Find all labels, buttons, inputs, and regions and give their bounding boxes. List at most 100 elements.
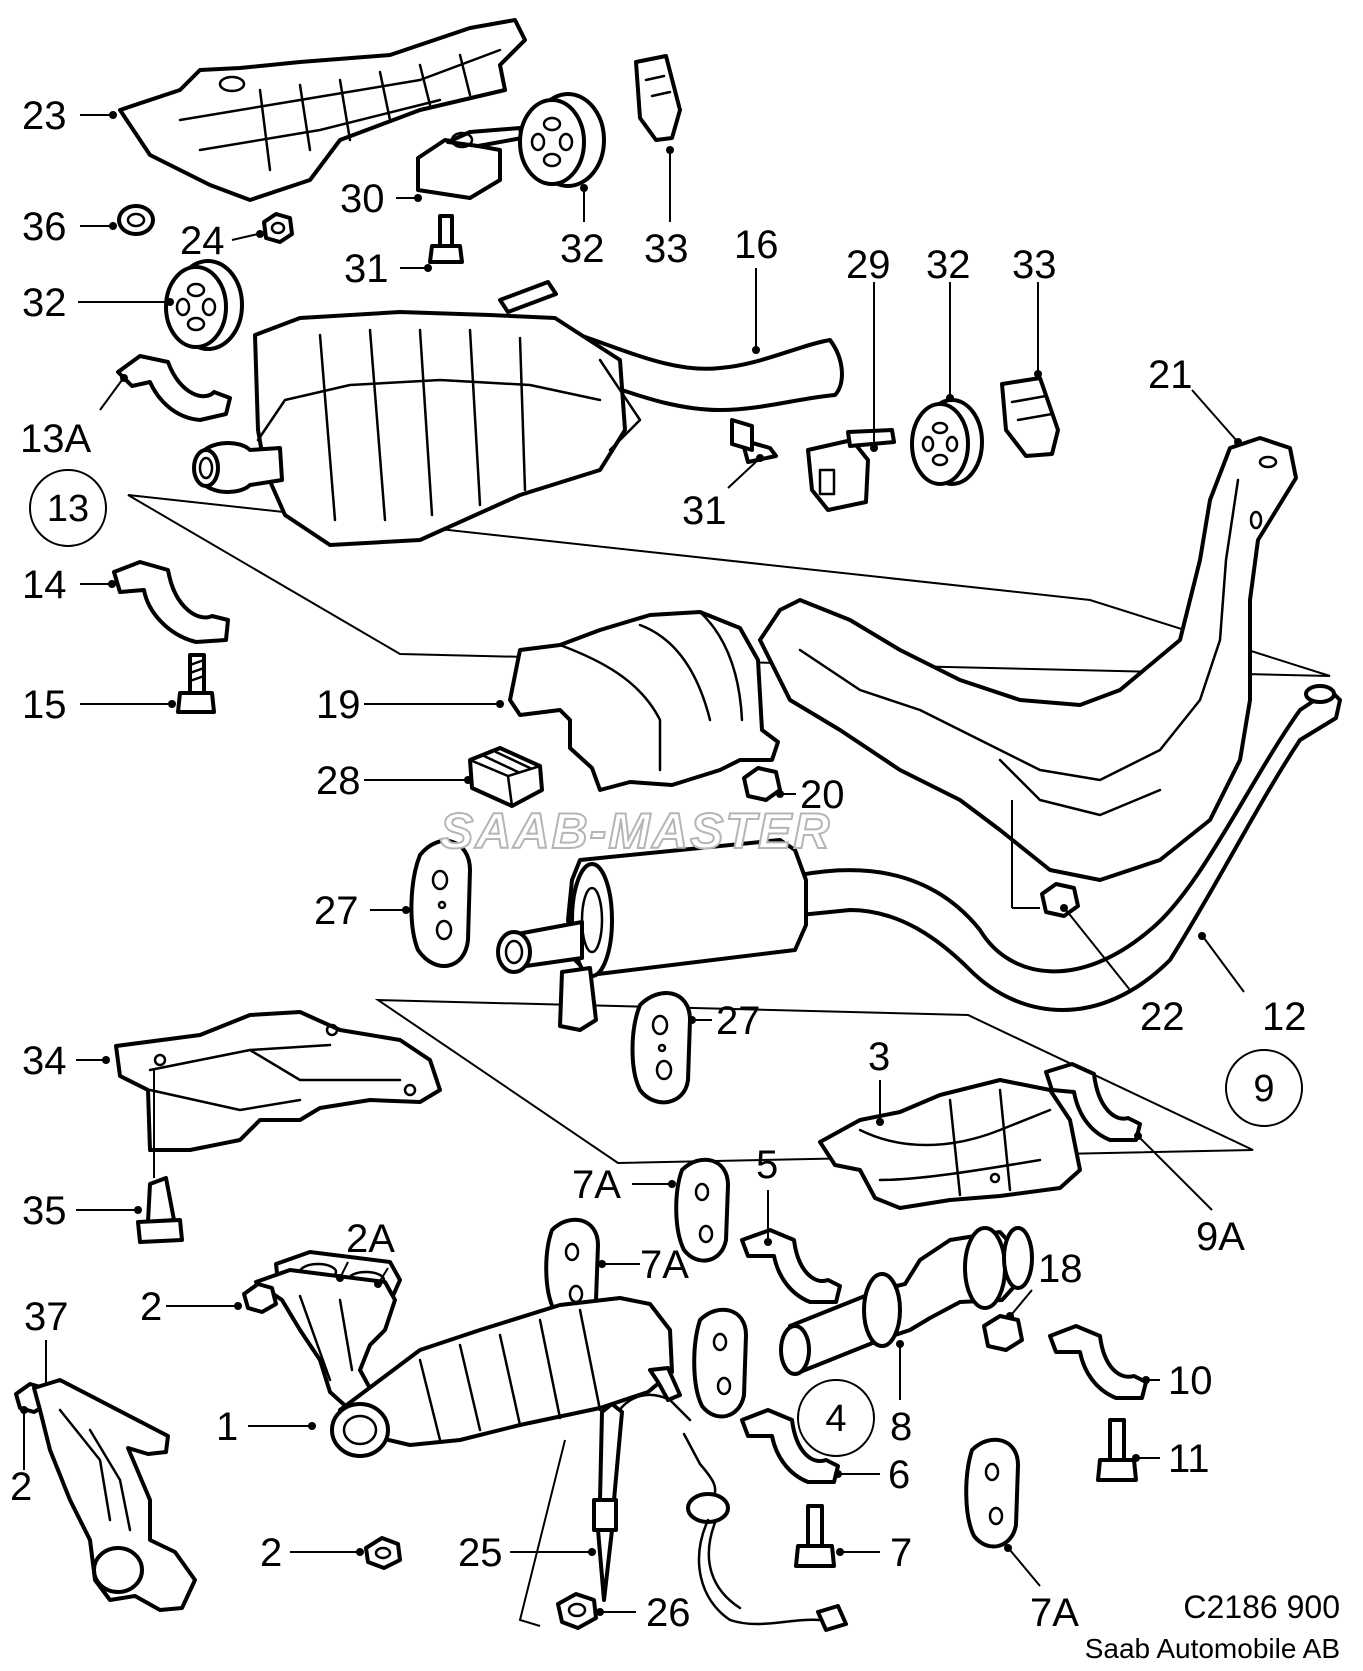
gasket-7a-1: [674, 1157, 730, 1263]
callout-18: 18: [1038, 1247, 1083, 1291]
bolt-7: [794, 1504, 836, 1568]
clamp-13a: [116, 354, 232, 422]
rubber-hanger-32-right: [910, 398, 984, 486]
callout-9a: 9A: [1196, 1215, 1245, 1259]
nut-36: [117, 204, 155, 236]
rear-silencer-13: [192, 280, 844, 547]
callout-3: 3: [868, 1035, 890, 1079]
callout-28: 28: [316, 759, 361, 803]
callout-27-lower: 27: [716, 999, 761, 1043]
bolt-31-upper: [428, 214, 464, 264]
callout-33-upper: 33: [644, 227, 689, 271]
callout-30: 30: [340, 177, 385, 221]
callout-34: 34: [22, 1039, 67, 1083]
callout-35: 35: [22, 1189, 67, 1233]
callout-33-right: 33: [1012, 243, 1057, 287]
callout-labels: 23 36 24 30 31 32 33 16 32 13A 29 32 33 …: [10, 94, 1307, 1635]
heat-shield-21: [758, 436, 1298, 882]
clamp-14: [112, 560, 230, 644]
callout-31-upper: 31: [344, 247, 389, 291]
clamp-10: [1048, 1324, 1148, 1400]
callout-29: 29: [846, 243, 891, 287]
callout-2-a: 2: [140, 1285, 162, 1329]
callout-32-right: 32: [926, 243, 971, 287]
callout-26: 26: [646, 1591, 691, 1635]
group-9-frame: [374, 998, 1254, 1165]
callout-7: 7: [890, 1531, 912, 1575]
watermark: SAAB-MASTER: [440, 803, 831, 859]
callout-16: 16: [734, 223, 779, 267]
nut-26: [556, 1592, 598, 1630]
callout-7a-3: 7A: [1030, 1591, 1079, 1635]
group-13-frame: [127, 494, 1331, 677]
middle-silencer-9: [496, 684, 1342, 1032]
callout-2-b: 2: [10, 1465, 32, 1509]
lambda-sensor-25: [592, 1393, 848, 1632]
callout-21: 21: [1148, 353, 1193, 397]
leader-lines: [20, 111, 1245, 1616]
clamp-6: [740, 1408, 840, 1484]
nut-2-c: [364, 1536, 402, 1570]
clamp-5: [740, 1228, 842, 1304]
sensor-group-bracket: [518, 1439, 566, 1627]
gasket-7a-4: [964, 1437, 1020, 1549]
clip-33-upper: [634, 54, 682, 142]
rubber-block-28: [468, 746, 544, 808]
heat-shield-19: [508, 610, 780, 792]
rubber-hanger-32-left: [164, 259, 244, 351]
callout-13a: 13A: [20, 417, 91, 461]
group-9-label: 9: [1253, 1068, 1274, 1110]
group-4-label: 4: [825, 1398, 846, 1440]
bolt-11: [1096, 1418, 1138, 1482]
callout-1: 1: [216, 1405, 238, 1449]
nut-20: [742, 766, 782, 802]
callout-8: 8: [890, 1405, 912, 1449]
bolt-15: [176, 653, 216, 714]
callout-2a: 2A: [346, 1217, 395, 1261]
callout-32-upper: 32: [560, 227, 605, 271]
callout-14: 14: [22, 563, 67, 607]
callout-36: 36: [22, 205, 67, 249]
bracket-29: [806, 428, 896, 512]
clip-33-right: [1000, 376, 1060, 458]
drawing-code: C2186 900: [1183, 1589, 1340, 1625]
bolt-31-right: [730, 418, 778, 464]
group-13-label: 13: [47, 488, 89, 530]
callout-23: 23: [22, 94, 67, 138]
callout-7a-1: 7A: [572, 1163, 621, 1207]
callout-12: 12: [1262, 995, 1307, 1039]
heat-shield-34: [114, 1010, 442, 1152]
copyright: Saab Automobile AB: [1085, 1633, 1340, 1664]
nut-22: [1040, 882, 1080, 918]
nut-2-a: [242, 1282, 278, 1314]
callout-5: 5: [756, 1143, 778, 1187]
heat-shield-3: [818, 1078, 1082, 1210]
callout-37: 37: [24, 1295, 69, 1339]
gasket-27-upper: [409, 838, 472, 968]
callout-19: 19: [316, 683, 361, 727]
callout-7a-2: 7A: [640, 1243, 689, 1287]
nut-18: [982, 1314, 1024, 1352]
callout-25: 25: [458, 1531, 503, 1575]
gasket-27-lower: [630, 991, 692, 1105]
callout-20: 20: [800, 773, 845, 817]
rubber-hanger-32-upper: [518, 92, 606, 188]
callout-32-left: 32: [22, 281, 67, 325]
fastener-35: [136, 1176, 184, 1244]
heat-shield-23: [118, 18, 527, 202]
exhaust-manifold-37: [32, 1378, 197, 1612]
catalytic-converter-1: [254, 1268, 682, 1458]
callout-10: 10: [1168, 1359, 1213, 1403]
callout-15: 15: [22, 683, 67, 727]
callout-2-c: 2: [260, 1531, 282, 1575]
callout-24: 24: [180, 219, 225, 263]
callout-27-upper: 27: [314, 889, 359, 933]
callout-31-right: 31: [682, 489, 727, 533]
bracket-30: [416, 126, 524, 200]
intermediate-pipe-4: [779, 1226, 1034, 1376]
circled-group-numbers: 13 9 4: [29, 469, 1303, 1457]
callout-11: 11: [1168, 1437, 1210, 1481]
callout-22: 22: [1140, 995, 1185, 1039]
gasket-7a-3: [692, 1307, 748, 1419]
